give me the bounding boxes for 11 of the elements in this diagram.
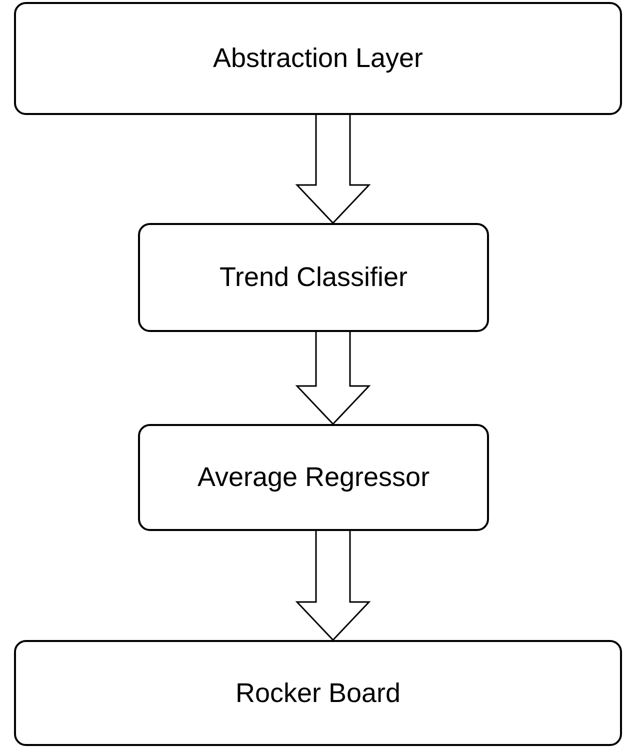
- process-box: [138, 223, 489, 332]
- process-box: [14, 2, 622, 115]
- hollow-arrow: [295, 530, 371, 642]
- box-label: Rocker Board: [235, 678, 401, 708]
- box-label: Trend Classifier: [219, 262, 408, 293]
- box-label: Average Regressor: [197, 462, 430, 493]
- hollow-arrow: [295, 331, 371, 426]
- hollow-arrow: [295, 114, 371, 224]
- box-label: Abstraction Layer: [212, 43, 424, 74]
- process-box: [138, 424, 489, 531]
- process-box: [14, 640, 622, 746]
